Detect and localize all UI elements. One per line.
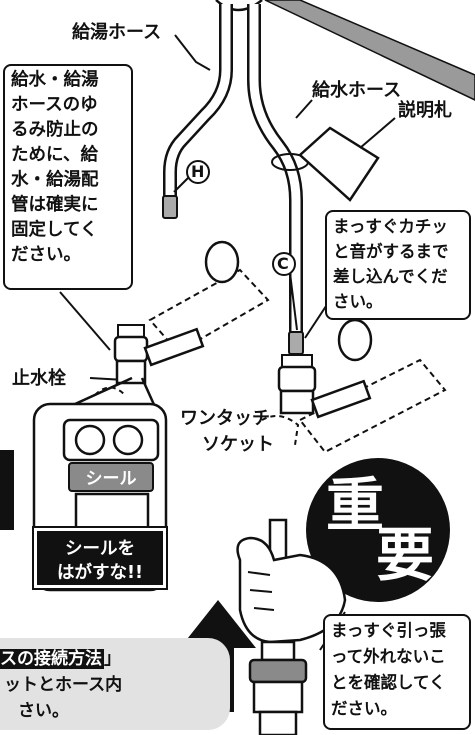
slack-callout-line: るみ防止の	[11, 120, 99, 140]
leader-cold-hose	[295, 99, 313, 119]
left-edge-frame	[0, 450, 14, 530]
cold-hose	[249, 4, 301, 335]
slack-callout-line: ホースのゆ	[11, 95, 98, 115]
insert-callout-line: さい。	[333, 292, 383, 311]
cold-hose-label: 給水ホース	[312, 80, 402, 101]
slack-callout-line: 水・給湯配	[11, 170, 99, 190]
note-line2: ットとホース内	[4, 675, 123, 695]
socket-body	[74, 492, 150, 530]
leader-hot-hose	[174, 34, 211, 71]
warning-line2: はがすな!!	[57, 563, 143, 583]
warning-line1: シールを	[65, 539, 135, 559]
slack-prevention-callout: 給水・給湯 ホースのゆ るみ防止の ために、給 水・給湯配 管は確実に 固定して…	[3, 64, 133, 290]
marker-h-label: H	[191, 162, 205, 181]
cold-stop-valve	[261, 318, 447, 454]
gray-drain-pipe	[264, 0, 475, 101]
insert-straight-callout: まっすぐカチッ と音がするまで 差し込んでくだ さい。	[325, 210, 471, 320]
pull-test-socket	[248, 640, 308, 735]
insert-callout-line: と音がするまで	[333, 242, 449, 261]
marker-h-circle	[186, 160, 210, 184]
hot-stop-valve	[94, 240, 270, 396]
hot-hose-nozzle	[162, 195, 178, 219]
important-char-2: 要	[376, 521, 435, 589]
pull-callout-line: とを確認してく	[331, 673, 446, 692]
pull-callout-line: まっすぐ引っ張	[331, 621, 446, 640]
leader-tag	[359, 117, 396, 149]
pull-callout-line: ださい。	[331, 699, 397, 718]
socket-hole-right	[112, 424, 144, 456]
slack-callout-line: ださい。	[11, 245, 81, 265]
marker-h-line	[173, 177, 189, 193]
hot-hose-label: 給湯ホース	[72, 22, 162, 43]
note-line1-tail: 」	[104, 649, 121, 669]
marker-c-circle	[272, 252, 296, 276]
marker-c-line	[289, 272, 298, 331]
note-highlight: スの接続方法	[0, 649, 104, 669]
slack-callout-line: 給水・給湯	[11, 70, 99, 90]
pull-callout-line: って外れないこ	[331, 647, 446, 666]
hot-hose	[165, 4, 231, 198]
insert-callout-line: まっすぐカチッ	[333, 217, 448, 236]
connection-method-note: スの接続方法」 ットとホース内 さい。	[0, 638, 230, 730]
socket-hole-left	[74, 424, 106, 456]
important-char-1: 重	[326, 471, 385, 539]
instruction-tag-label: 説明札	[398, 100, 452, 121]
slack-callout-line: 固定してく	[11, 220, 98, 240]
leader-slack-callout	[59, 291, 111, 351]
note-line1: スの接続方法」	[0, 646, 230, 672]
one-touch-socket-label-line2: ソケット	[202, 434, 274, 455]
stop-valve-label: 止水栓	[12, 368, 66, 389]
seal-label: シール	[68, 462, 154, 492]
cold-hose-nozzle	[288, 331, 304, 355]
pull-test-callout: まっすぐ引っ張 って外れないこ とを確認してく ださい。	[323, 614, 471, 730]
slack-callout-line: 管は確実に	[11, 195, 99, 215]
one-touch-socket-label-line1: ワンタッチ	[180, 408, 270, 429]
note-line3: さい。	[18, 701, 69, 721]
slack-callout-line: ために、給	[11, 145, 98, 165]
important-circle	[306, 458, 450, 602]
marker-c-label: C	[277, 254, 289, 273]
hand-illustration	[236, 518, 347, 644]
instruction-tag	[298, 126, 380, 202]
do-not-peel-warning: シールを はがすな!!	[32, 526, 168, 590]
insert-callout-line: 差し込んでくだ	[333, 267, 448, 286]
